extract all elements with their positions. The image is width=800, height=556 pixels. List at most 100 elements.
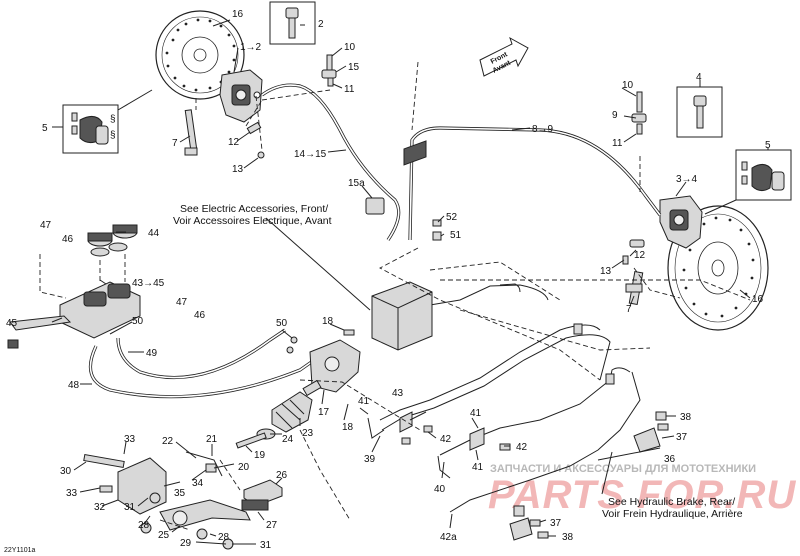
callout-11-right: 11 <box>612 138 623 149</box>
callout-29: 29 <box>180 538 192 549</box>
callout-34: 34 <box>192 478 204 489</box>
callout-28-left: 28 <box>138 520 150 531</box>
bleeder-kit-box-right <box>676 86 723 138</box>
callout-52: 52 <box>446 212 458 223</box>
caliper-bolts-left <box>184 109 265 159</box>
callout-31-bot: 31 <box>260 540 272 551</box>
callout-2: 2 <box>318 19 324 30</box>
callout-8-9: 8→9 <box>532 124 554 135</box>
brake-fitting-right <box>622 91 647 306</box>
callout-37-bot: 37 <box>550 518 562 529</box>
callout-30: 30 <box>60 466 72 477</box>
fluid-reservoir <box>59 281 141 339</box>
callout-15a: 15a <box>348 178 365 189</box>
reservoir-caps <box>87 224 138 257</box>
watermark: ЗАПЧАСТИ И АКСЕССУАРЫ ДЛЯ МОТОТЕХНИКИ PA… <box>488 463 796 517</box>
callout-11-top: 11 <box>344 84 355 95</box>
reservoir-hose <box>7 315 72 349</box>
callout-18-bot: 18 <box>342 422 354 433</box>
callout-41-bot: 41 <box>472 462 484 473</box>
callout-28-bot: 28 <box>218 532 230 543</box>
note-rear-line2: Voir Frein Hydraulique, Arrière <box>602 508 743 520</box>
callout-50-mid: 50 <box>276 318 288 329</box>
callout-50-left: 50 <box>132 316 144 327</box>
hose-49 <box>116 328 286 380</box>
callout-25: 25 <box>158 530 170 541</box>
callout-46-top: 46 <box>62 234 74 245</box>
callout-18-top: 18 <box>322 316 334 327</box>
callout-38-bot: 38 <box>562 532 574 543</box>
callout-9-right: 9 <box>612 110 618 121</box>
brake-fitting-top <box>321 54 337 87</box>
front-direction-arrow: Front Avant <box>479 36 529 77</box>
rear-clips <box>399 323 669 541</box>
callout-14-15: 14→15 <box>294 149 327 160</box>
callout-36: 36 <box>664 454 676 465</box>
callout-3-4: 3→4 <box>676 174 698 185</box>
callout-44: 44 <box>148 228 160 239</box>
callout-35: 35 <box>174 488 186 499</box>
svg-text:§: § <box>110 114 116 125</box>
callout-41-left: 41 <box>358 396 370 407</box>
brake-pad-kit-left: §§ <box>62 104 119 154</box>
brake-pad-kit-right <box>735 149 792 201</box>
callout-48: 48 <box>68 380 80 391</box>
hose-48 <box>88 345 321 399</box>
callout-23: 23 <box>302 428 314 439</box>
callout-33-top: 33 <box>124 434 136 445</box>
callout-4: 4 <box>696 72 702 83</box>
callout-32: 32 <box>94 502 106 513</box>
callout-1-2: 1→2 <box>240 42 262 53</box>
callout-43: 43 <box>392 388 404 399</box>
callout-46-mid: 46 <box>194 310 206 321</box>
callout-47-mid: 47 <box>176 297 188 308</box>
callout-37-top: 37 <box>676 432 688 443</box>
reference-notes: See Electric Accessories, Front/ Voir Ac… <box>173 203 743 520</box>
callout-19: 19 <box>254 450 266 461</box>
callout-47-top: 47 <box>40 220 52 231</box>
watermark-top-text: ЗАПЧАСТИ И АКСЕССУАРЫ ДЛЯ МОТОТЕХНИКИ <box>490 463 756 475</box>
callout-5-left: 5 <box>42 123 48 134</box>
note-rear-line1: See Hydraulic Brake, Rear/ <box>608 496 735 508</box>
callout-10-right: 10 <box>622 80 634 91</box>
dashed-alignment-lines <box>39 61 751 531</box>
callout-13-left: 13 <box>232 164 244 175</box>
callout-labels: 16 1→2 2 5 7 12 13 14→15 10 15 11 15a 8→… <box>6 9 771 551</box>
callout-7-left: 7 <box>172 138 178 149</box>
callout-10-top: 10 <box>344 42 356 53</box>
leader-lines <box>51 19 769 545</box>
callout-45: 45 <box>6 318 18 329</box>
callout-42-right: 42 <box>516 442 528 453</box>
callout-22: 22 <box>162 436 174 447</box>
abs-module <box>371 140 433 351</box>
callout-51: 51 <box>450 230 462 241</box>
callout-16-right: 16 <box>752 294 764 305</box>
callout-49: 49 <box>146 348 158 359</box>
callout-41-right: 41 <box>470 408 482 419</box>
callout-39: 39 <box>364 454 376 465</box>
callout-12-right: 12 <box>634 250 646 261</box>
callout-16-top: 16 <box>232 9 244 20</box>
watermark-logo: PARTS FOR.RU <box>488 473 796 517</box>
figure-id: 22Y1101a <box>4 547 36 554</box>
callout-42a: 42a <box>440 532 457 543</box>
callout-24: 24 <box>282 434 294 445</box>
callout-38-top: 38 <box>680 412 692 423</box>
brake-pedal-assembly <box>83 451 283 550</box>
note-electric-line1: See Electric Accessories, Front/ <box>180 203 328 215</box>
callout-26: 26 <box>276 470 288 481</box>
bolts-52-51 <box>432 219 442 241</box>
callout-17: 17 <box>318 407 330 418</box>
callout-33-bot: 33 <box>66 488 78 499</box>
brake-caliper-right <box>659 195 703 249</box>
note-electric-line2: Voir Accessoires Electrique, Avant <box>173 215 332 227</box>
callout-31-left: 31 <box>124 502 136 513</box>
callout-5-right: 5 <box>765 140 771 151</box>
callout-15-top: 15 <box>348 62 360 73</box>
callout-43-45: 43→45 <box>132 278 165 289</box>
callout-40: 40 <box>434 484 446 495</box>
callout-20: 20 <box>238 462 250 473</box>
brake-caliper-left <box>219 69 263 123</box>
